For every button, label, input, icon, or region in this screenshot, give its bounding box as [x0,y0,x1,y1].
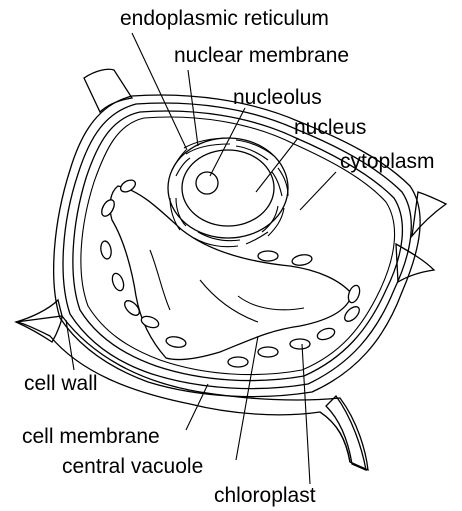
label-cytoplasm: cytoplasm [340,150,435,173]
label-cell-wall: cell wall [24,372,98,395]
nucleolus-shape [196,172,218,194]
label-central-vacuole: central vacuole [62,455,203,478]
label-chloroplast: chloroplast [214,484,316,507]
label-nucleus: nucleus [294,116,366,139]
nucleus-group [168,138,288,247]
nuclear-membrane-inner [182,150,274,226]
label-nucleolus: nucleolus [233,86,322,109]
cell-wall-slab [16,69,446,470]
label-cell-membrane: cell membrane [22,425,160,448]
label-endoplasmic-reticulum: endoplasmic reticulum [120,7,329,30]
label-nuclear-membrane: nuclear membrane [174,44,349,67]
